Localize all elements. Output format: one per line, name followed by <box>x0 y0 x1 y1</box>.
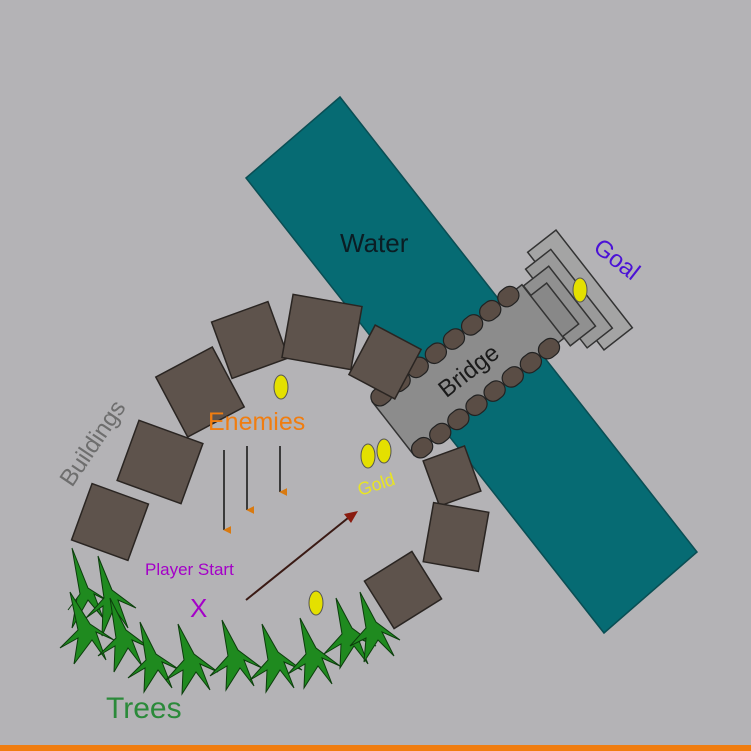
path-arrow <box>245 517 349 601</box>
building <box>210 300 290 380</box>
tree <box>59 591 115 665</box>
path-arrow-head <box>344 511 358 523</box>
building <box>281 293 363 371</box>
building <box>347 324 423 400</box>
gold-label: Gold <box>355 469 397 500</box>
goal-gold-coin <box>572 277 588 303</box>
gold-coin <box>308 590 324 616</box>
enemy-arrows <box>223 446 288 534</box>
tree <box>349 591 401 663</box>
player-start-label: Player Start <box>145 560 234 579</box>
tree <box>127 621 181 694</box>
goal-label: Goal <box>588 233 645 285</box>
trees <box>59 547 401 696</box>
tree <box>165 623 219 696</box>
tree <box>97 597 151 673</box>
gold-coin <box>273 374 289 400</box>
gold-coins <box>273 374 392 616</box>
building <box>363 550 443 630</box>
water-label: Water <box>340 228 409 258</box>
building <box>422 444 482 508</box>
player-start-marker: X <box>190 593 207 623</box>
bridge: Bridge <box>370 283 565 459</box>
building <box>116 419 204 505</box>
building <box>422 501 490 573</box>
gold-coin <box>376 438 392 464</box>
building <box>70 482 150 562</box>
bridge-rail-bottom <box>410 337 561 459</box>
enemies-label: Enemies <box>208 408 305 436</box>
accent-bar <box>0 745 751 751</box>
tree <box>249 623 303 694</box>
building <box>154 345 246 439</box>
buildings <box>70 293 490 630</box>
trees-label: Trees <box>106 692 182 725</box>
gold-coin <box>360 443 376 469</box>
tree <box>209 619 263 692</box>
tree <box>287 617 341 690</box>
